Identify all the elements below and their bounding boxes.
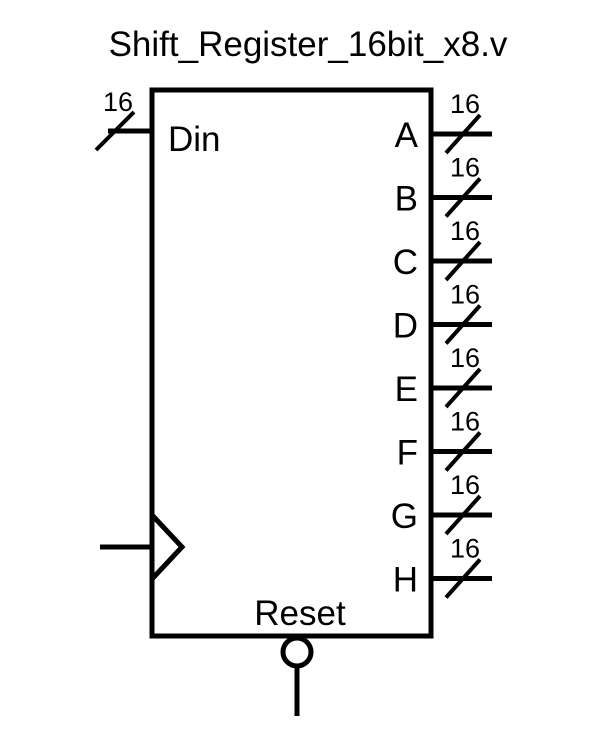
output-port-c: C 16 bbox=[393, 216, 492, 282]
output-bus-slash bbox=[444, 240, 482, 282]
output-port-d: D 16 bbox=[393, 280, 492, 346]
din-bus-slash bbox=[94, 110, 136, 152]
output-bus-slash bbox=[444, 431, 482, 472]
output-bus-slash bbox=[444, 367, 482, 409]
reset-port-label: Reset bbox=[254, 594, 346, 633]
output-port-a: A 16 bbox=[395, 89, 492, 155]
output-bus-width: 16 bbox=[450, 216, 480, 246]
output-bus-slash bbox=[444, 558, 482, 599]
clock-triangle bbox=[150, 513, 186, 581]
din-port-label: Din bbox=[168, 120, 221, 159]
output-bus-width: 16 bbox=[450, 534, 480, 564]
output-port-label: B bbox=[395, 180, 418, 219]
output-port-f: F 16 bbox=[397, 407, 492, 473]
module-body bbox=[149, 87, 434, 639]
output-port-h: H 16 bbox=[393, 534, 492, 600]
output-port-label: H bbox=[393, 561, 418, 600]
output-port-label: F bbox=[397, 434, 418, 473]
diagram-title: Shift_Register_16bit_x8.v bbox=[109, 25, 508, 64]
din-bus-width: 16 bbox=[103, 87, 133, 117]
output-port-label: G bbox=[391, 497, 418, 536]
output-port-b: B 16 bbox=[395, 153, 492, 219]
output-bus-slash bbox=[444, 494, 482, 536]
output-bus-width: 16 bbox=[450, 153, 480, 183]
output-bus-width: 16 bbox=[450, 280, 480, 310]
reset-inversion-bubble bbox=[280, 635, 314, 669]
output-port-label: D bbox=[393, 307, 418, 346]
output-bus-width: 16 bbox=[450, 343, 480, 373]
output-bus-slash bbox=[444, 177, 482, 218]
output-bus-width: 16 bbox=[450, 89, 480, 119]
output-port-e: E 16 bbox=[395, 343, 492, 409]
output-bus-slash bbox=[444, 113, 482, 155]
output-port-label: E bbox=[395, 370, 418, 409]
output-bus-width: 16 bbox=[450, 407, 480, 437]
output-port-label: A bbox=[395, 116, 419, 155]
output-port-label: C bbox=[393, 243, 418, 282]
output-bus-slash bbox=[444, 304, 482, 345]
output-port-g: G 16 bbox=[391, 470, 492, 536]
output-bus-width: 16 bbox=[450, 470, 480, 500]
